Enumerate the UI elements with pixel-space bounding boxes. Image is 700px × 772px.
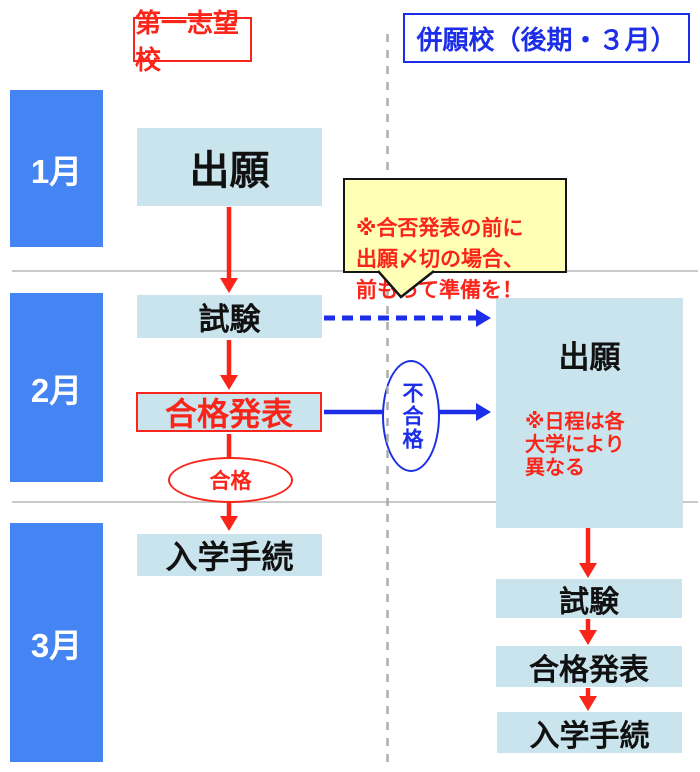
month-january-text: 1月 <box>30 152 83 190</box>
month-label-march: 3月 <box>10 523 103 762</box>
left-exam-text: 試験 <box>198 302 261 337</box>
right-enroll-box: 入学手続 <box>497 712 682 753</box>
left-results-text: 合格発表 <box>164 396 293 432</box>
pass-oval: 合格 <box>168 457 293 503</box>
header-backup-text: 併願校（後期・３月） <box>416 24 677 55</box>
right-apply-text: 出願 <box>558 340 621 375</box>
right-results-text: 合格発表 <box>529 653 649 687</box>
left-exam-box: 試験 <box>137 295 322 338</box>
deadline-warning-text: ※合否発表の前に 出願〆切の場合、 前もって準備を！ <box>356 217 524 302</box>
right-exam-text: 試験 <box>559 585 619 619</box>
header-backup-school: 併願校（後期・３月） <box>403 13 690 63</box>
left-enroll-box: 入学手続 <box>137 534 322 576</box>
right-exam-box: 試験 <box>496 579 682 619</box>
month-label-january: 1月 <box>10 90 103 247</box>
left-apply-box: 出願 <box>137 128 322 206</box>
right-apply-box: 出願 ※日程は各 大学により 異なる <box>496 298 683 528</box>
left-apply-text: 出願 <box>189 149 270 193</box>
month-february-text: 2月 <box>30 371 83 409</box>
right-enroll-text: 入学手続 <box>529 719 650 753</box>
pass-text: 合格 <box>209 470 252 493</box>
fail-text: 不合格 <box>400 381 423 451</box>
left-results-box: 合格発表 <box>136 392 322 432</box>
month-label-february: 2月 <box>10 293 103 482</box>
fail-oval: 不合格 <box>382 360 440 472</box>
left-enroll-text: 入学手続 <box>165 539 294 575</box>
header-first-choice-text: 第一志望校 <box>135 7 240 75</box>
deadline-warning-callout: ※合否発表の前に 出願〆切の場合、 前もって準備を！ <box>343 178 567 302</box>
header-first-choice-school: 第一志望校 <box>133 8 252 75</box>
month-march-text: 3月 <box>30 626 83 664</box>
month-divider-line-2 <box>12 501 698 503</box>
right-apply-schedule-note: ※日程は各 大学により 異なる <box>525 411 625 479</box>
right-results-box: 合格発表 <box>496 646 682 687</box>
